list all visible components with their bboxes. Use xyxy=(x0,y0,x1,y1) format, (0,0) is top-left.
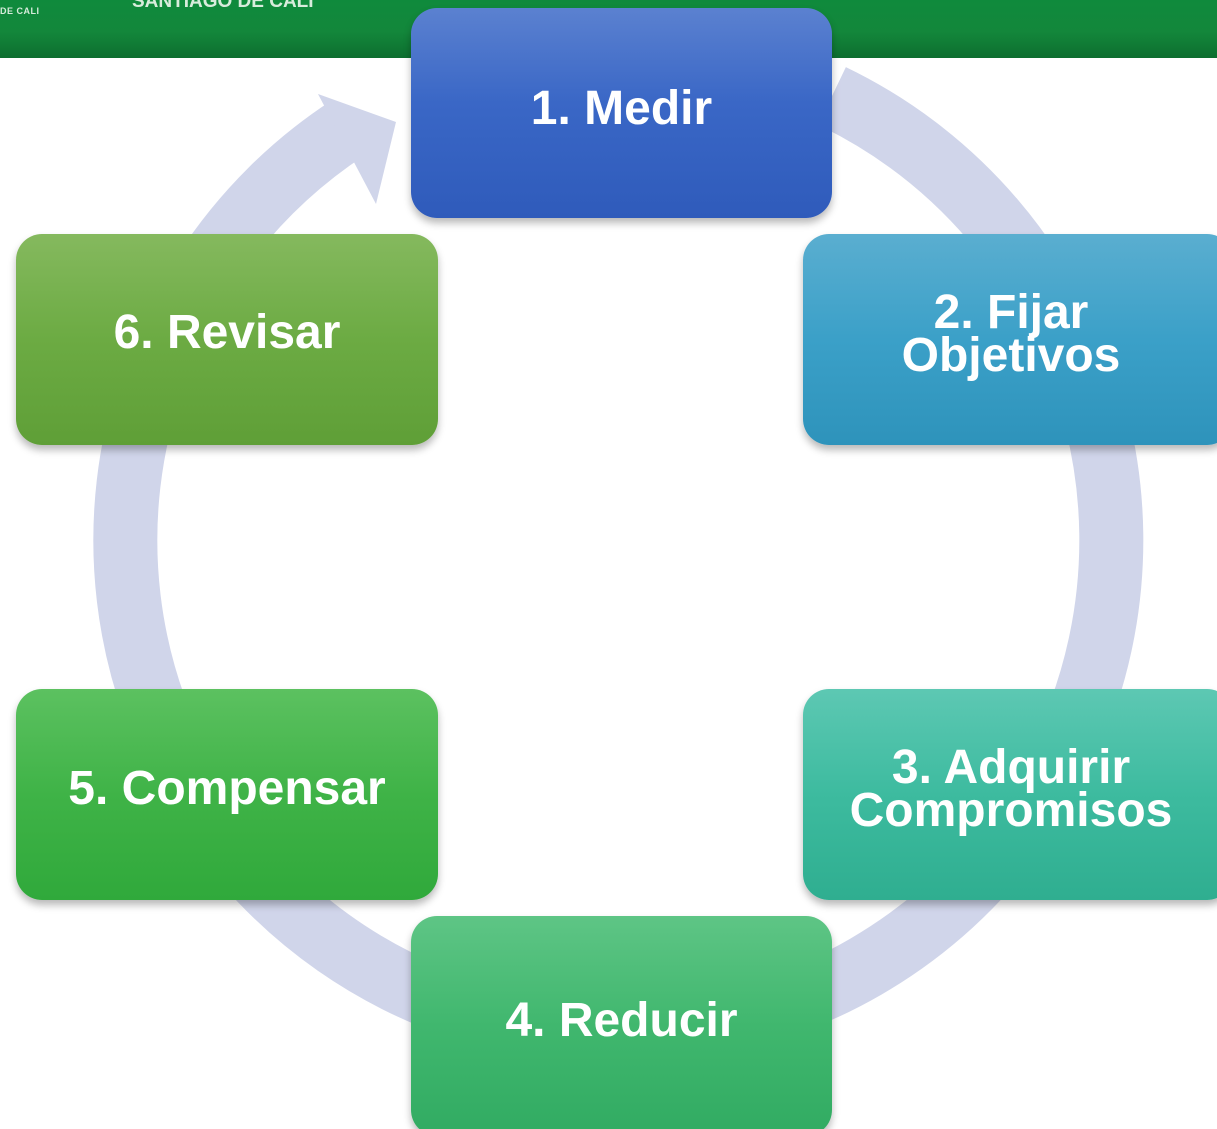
step-6-label: 6. Revisar xyxy=(113,306,341,359)
step-6-review[interactable]: 6. Revisar xyxy=(16,234,438,445)
step-2-set-objectives[interactable]: 2. Fijar Objetivos xyxy=(803,234,1217,445)
step-3-label: 3. Adquirir Compromisos xyxy=(849,740,1173,837)
step-4-label: 4. Reducir xyxy=(505,993,738,1047)
step-1-label: 1. Medir xyxy=(530,81,713,135)
header-title: SANTIAGO DE CALI xyxy=(132,0,314,12)
step-1-measure[interactable]: 1. Medir xyxy=(411,8,832,218)
step-4-reduce[interactable]: 4. Reducir xyxy=(411,916,832,1129)
step-2-label: 2. Fijar Objetivos xyxy=(901,285,1121,382)
cycle-arrow-head-icon xyxy=(318,94,396,204)
step-5-label: 5. Compensar xyxy=(68,762,386,815)
header-left-text: DE CALI xyxy=(0,6,40,16)
step-5-compensate[interactable]: 5. Compensar xyxy=(16,689,438,900)
step-3-commitments[interactable]: 3. Adquirir Compromisos xyxy=(803,689,1217,900)
